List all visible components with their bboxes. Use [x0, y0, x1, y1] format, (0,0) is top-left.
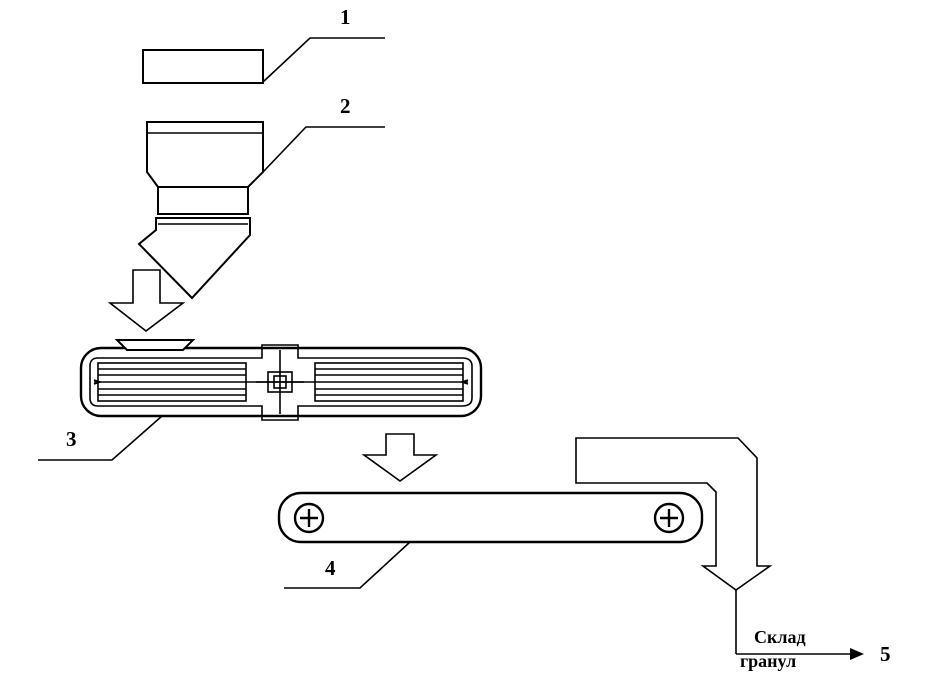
- storage-output: [735, 590, 864, 660]
- storage-label-line2: гранул: [740, 651, 796, 671]
- flow-arrow-1: [107, 269, 186, 333]
- component-1-plate: [142, 49, 264, 84]
- storage-label-line1: Склад: [754, 627, 806, 647]
- conveyor-roller-right: [653, 502, 685, 534]
- conveyor-roller-left: [293, 502, 325, 534]
- flow-arrow-2: [361, 433, 439, 482]
- label-1: 1: [340, 5, 351, 29]
- leader-1: [262, 37, 385, 83]
- leader-2: [262, 126, 385, 173]
- label-4: 4: [325, 556, 336, 580]
- label-5: 5: [880, 642, 891, 666]
- component-4-conveyor: [277, 491, 704, 544]
- label-3: 3: [66, 427, 77, 451]
- label-2: 2: [340, 94, 351, 118]
- leader-3: [38, 415, 163, 461]
- discharge-arrow: [575, 437, 773, 591]
- component-2-hopper: [137, 121, 264, 300]
- component-3-granulator: [79, 339, 483, 421]
- leader-4: [284, 541, 411, 589]
- output-arrowhead-icon: [850, 648, 864, 660]
